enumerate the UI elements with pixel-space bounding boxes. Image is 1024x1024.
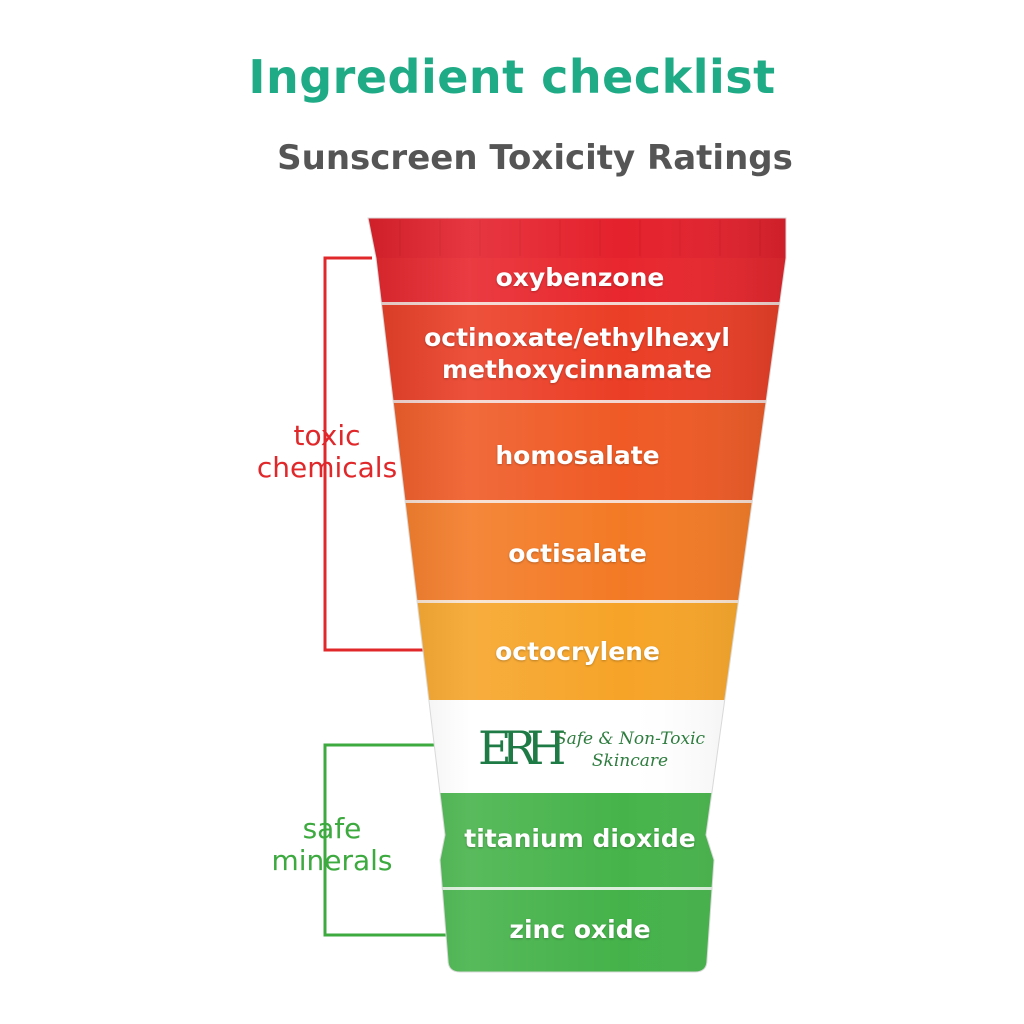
logo-tagline: Safe & Non-Toxic Skincare <box>540 728 720 772</box>
label-octinoxate-line1: octinoxate/ethylhexyl <box>424 323 730 352</box>
logo-tagline-line1: Safe & Non-Toxic <box>554 729 706 749</box>
label-octisalate: octisalate <box>508 539 647 568</box>
page-title: Ingredient checklist <box>248 50 776 104</box>
safe-minerals-label: safe minerals <box>262 813 402 877</box>
toxic-label-line1: toxic <box>293 419 361 452</box>
label-titanium-dioxide: titanium dioxide <box>464 824 696 853</box>
safe-label-line2: minerals <box>271 844 393 877</box>
label-octinoxate-line2: methoxycinnamate <box>441 355 713 384</box>
label-homosalate: homosalate <box>495 441 660 470</box>
safe-bracket <box>323 743 452 937</box>
toxic-chemicals-label: toxic chemicals <box>252 420 402 484</box>
toxic-label-line2: chemicals <box>256 451 398 484</box>
label-octocrylene: octocrylene <box>495 637 660 666</box>
label-oxybenzone: oxybenzone <box>495 263 665 292</box>
toxic-bracket <box>323 256 430 652</box>
logo-tagline-line2: Skincare <box>591 751 669 771</box>
safe-label-line1: safe <box>302 812 362 845</box>
page-subtitle: Sunscreen Toxicity Ratings <box>277 138 793 178</box>
label-zinc-oxide: zinc oxide <box>509 915 651 944</box>
label-octinoxate: octinoxate/ethylhexyl methoxycinnamate <box>392 322 762 386</box>
erh-logo: ERH <box>478 721 566 775</box>
